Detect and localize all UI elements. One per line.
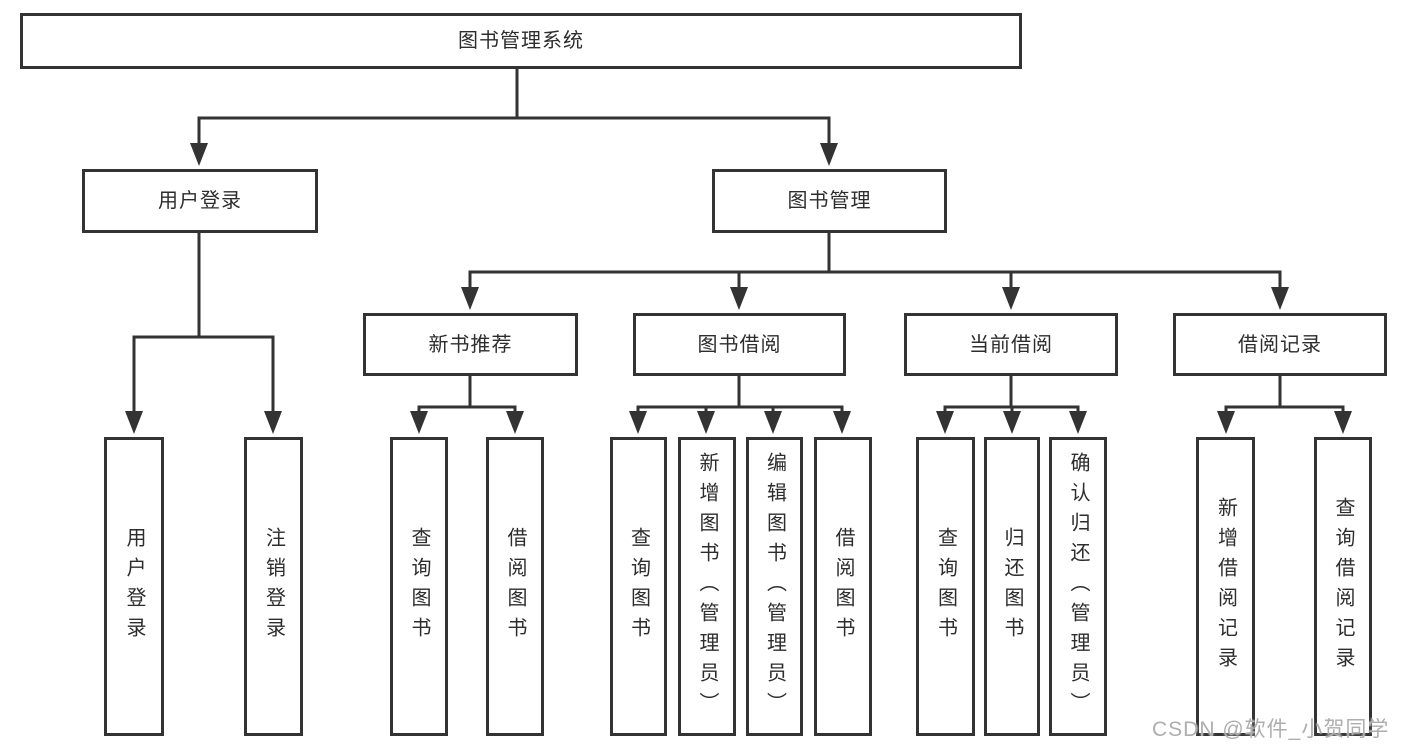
- leaf-borrow-books-recommend: 借阅图书: [486, 437, 544, 736]
- arrowhead-icon: [190, 143, 208, 166]
- arrowhead-icon: [461, 287, 479, 310]
- leaf-add-borrow-record: 新增借阅记录: [1196, 437, 1255, 736]
- node-book-management-group: 图书管理: [712, 169, 947, 233]
- leaf-return-books: 归还图书: [984, 437, 1040, 736]
- leaf-confirm-return-admin: 确认归还（管理员）: [1049, 437, 1107, 736]
- arrowhead-icon: [820, 143, 838, 166]
- arrowhead-icon: [506, 411, 524, 434]
- node-new-book-recommend: 新书推荐: [363, 313, 578, 376]
- leaf-borrow-books-borrowing: 借阅图书: [814, 437, 872, 736]
- arrowhead-icon: [936, 411, 954, 434]
- arrowhead-icon: [1002, 287, 1020, 310]
- node-current-borrowing: 当前借阅: [904, 313, 1118, 376]
- leaf-logout: 注销登录: [244, 437, 303, 736]
- arrowhead-icon: [697, 411, 715, 434]
- node-library-management-system: 图书管理系统: [20, 13, 1022, 69]
- arrowhead-icon: [1217, 411, 1235, 434]
- arrowhead-icon: [264, 411, 282, 434]
- arrowhead-icon: [1003, 411, 1021, 434]
- node-user-login-group: 用户登录: [82, 169, 318, 233]
- node-book-borrowing: 图书借阅: [633, 313, 846, 376]
- csdn-watermark: CSDN @软件_小贺同学: [1152, 718, 1390, 741]
- leaf-user-login: 用户登录: [104, 437, 164, 736]
- leaf-query-books-recommend: 查询图书: [390, 437, 448, 736]
- leaf-edit-books-admin: 编辑图书（管理员）: [746, 437, 803, 736]
- node-borrowing-records: 借阅记录: [1173, 313, 1387, 376]
- arrowhead-icon: [1271, 287, 1289, 310]
- arrowhead-icon: [629, 411, 647, 434]
- arrowhead-icon: [1069, 411, 1087, 434]
- arrowhead-icon: [1334, 411, 1352, 434]
- leaf-add-books-admin: 新增图书（管理员）: [678, 437, 736, 736]
- leaf-query-borrow-record: 查询借阅记录: [1314, 437, 1372, 736]
- leaf-query-books-borrowing: 查询图书: [610, 437, 667, 736]
- arrowhead-icon: [833, 411, 851, 434]
- arrowhead-icon: [764, 411, 782, 434]
- arrowhead-icon: [410, 411, 428, 434]
- arrowhead-icon: [730, 287, 748, 310]
- arrowhead-icon: [125, 411, 143, 434]
- leaf-query-books-current: 查询图书: [916, 437, 975, 736]
